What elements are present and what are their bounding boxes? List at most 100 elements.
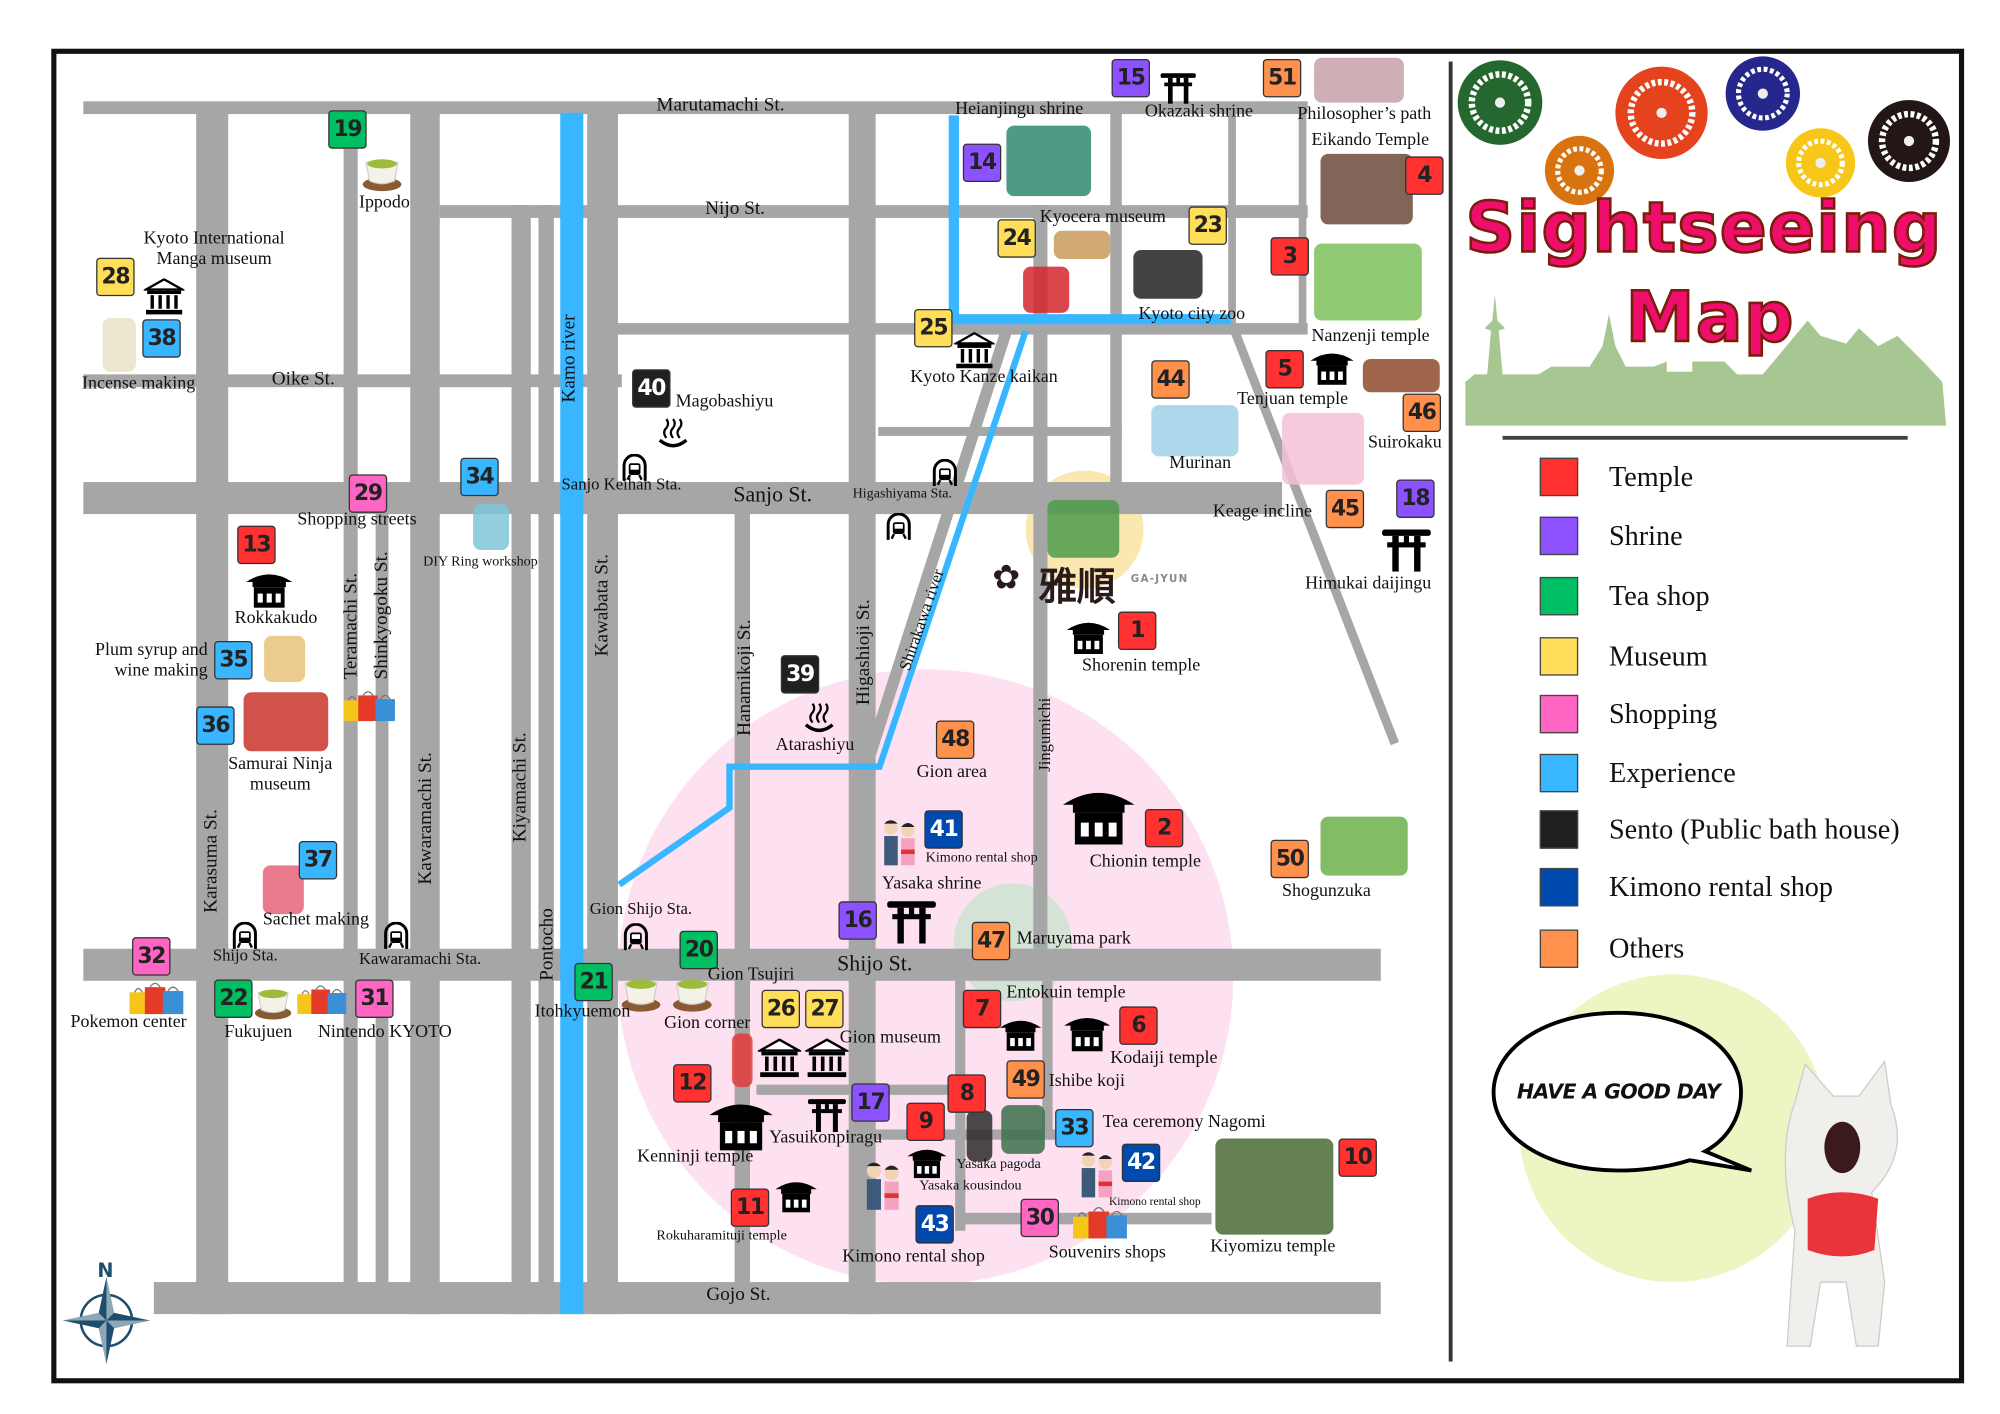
place-number-badge[interactable]: 12 [673, 1064, 712, 1103]
place-number-badge[interactable]: 40 [632, 369, 671, 408]
legend-item-shrine: Shrine [1539, 516, 1683, 556]
legend-label: Shrine [1608, 519, 1683, 552]
place-number-badge[interactable]: 23 [1188, 206, 1227, 245]
place-number-badge[interactable]: 32 [132, 937, 171, 976]
place-number-badge[interactable]: 35 [214, 641, 253, 680]
matcha-cup-icon [251, 982, 295, 1020]
ga-jyun-logo-roman: GA-JYUN [1130, 573, 1189, 585]
place-number-badge[interactable]: 9 [906, 1102, 945, 1142]
place-number-badge[interactable]: 41 [924, 810, 963, 849]
station-label-shijo: Shijo Sta. [212, 944, 278, 965]
title-underline [1502, 435, 1908, 440]
parasol-decorations [1457, 56, 1950, 206]
place-number-badge[interactable]: 42 [1121, 1143, 1161, 1183]
sachet-illustration [262, 865, 304, 915]
compass-north-label: N [97, 1258, 114, 1283]
place-number-badge[interactable]: 13 [237, 525, 276, 565]
place-number-badge[interactable]: 14 [962, 143, 1002, 183]
place-number-badge[interactable]: 24 [997, 219, 1036, 258]
place-number-badge[interactable]: 17 [851, 1083, 890, 1122]
place-number-badge[interactable]: 25 [914, 308, 953, 348]
place-number-badge[interactable]: 3 [1270, 237, 1309, 276]
place-number-badge[interactable]: 21 [574, 962, 613, 1002]
place-label: Rokkakudo [234, 608, 318, 629]
legend-swatch [1539, 637, 1579, 676]
street-label-oike: Oike St. [271, 369, 335, 390]
temple-icon [1308, 349, 1357, 387]
street-label-karasuma: Karasuma St. [201, 809, 222, 913]
place-number-badge[interactable]: 47 [971, 921, 1011, 961]
place-number-badge[interactable]: 49 [1006, 1060, 1045, 1099]
place-label: Yasaka kousindou [919, 1178, 1022, 1194]
place-label: DIY Ring workshop [423, 553, 538, 570]
place-label: Itohkyuemon [534, 1002, 631, 1022]
place-number-badge[interactable]: 20 [679, 930, 718, 970]
place-number-badge[interactable]: 7 [962, 989, 1002, 1029]
legend-item-tea: Tea shop [1539, 576, 1710, 616]
station-label-higashiyama: Higashiyama Sta. [852, 485, 953, 502]
place-number-badge[interactable]: 38 [142, 319, 181, 358]
station-icon [382, 922, 410, 950]
place-number-badge[interactable]: 46 [1402, 393, 1442, 433]
legend-item-temple: Temple [1539, 457, 1693, 497]
place-number-badge[interactable]: 8 [947, 1074, 986, 1113]
place-number-badge[interactable]: 18 [1396, 479, 1435, 518]
place-number-badge[interactable]: 34 [460, 457, 499, 497]
place-number-badge[interactable]: 6 [1119, 1006, 1158, 1045]
place-label: Kyoto city zoo [1138, 305, 1246, 325]
place-number-badge[interactable]: 11 [730, 1188, 770, 1227]
ring-illustration [473, 503, 509, 550]
place-number-badge[interactable]: 22 [214, 979, 253, 1018]
legend-label: Sento (Public bath house) [1608, 812, 1900, 845]
place-number-badge[interactable]: 5 [1265, 349, 1304, 389]
place-number-badge[interactable]: 48 [935, 720, 975, 759]
place-number-badge[interactable]: 37 [298, 841, 338, 880]
place-number-badge[interactable]: 43 [915, 1205, 954, 1244]
place-number-badge[interactable]: 33 [1055, 1108, 1094, 1148]
place-number-badge[interactable]: 27 [805, 989, 844, 1029]
temple-icon [1059, 785, 1138, 849]
place-number-badge[interactable]: 15 [1111, 58, 1150, 98]
matcha-cup-icon [359, 151, 405, 192]
station-label-kawaramachi: Kawaramachi Sta. [358, 948, 482, 968]
place-number-badge[interactable]: 16 [838, 901, 877, 940]
place-number-badge[interactable]: 2 [1144, 808, 1184, 848]
parasol-icon [1457, 60, 1543, 145]
place-number-badge[interactable]: 4 [1405, 156, 1444, 195]
place-number-badge[interactable]: 36 [196, 706, 235, 745]
kimono-couple-icon [862, 1160, 906, 1219]
place-label: Gion Tsujiri [707, 965, 795, 985]
place-label: Ippodo [358, 193, 410, 213]
place-number-badge[interactable]: 19 [328, 110, 367, 149]
kiyomizu-temple-illustration [1215, 1138, 1334, 1235]
street-label-jingumichi: Jingumichi [1034, 697, 1054, 772]
place-label: Eikando Temple [1311, 130, 1430, 150]
place-label: Sachet making [262, 910, 369, 930]
place-number-badge[interactable]: 45 [1325, 489, 1365, 529]
place-number-badge[interactable]: 39 [780, 655, 820, 694]
station-label-gion-shijo: Gion Shijo Sta. [589, 898, 693, 918]
place-number-badge[interactable]: 30 [1020, 1198, 1059, 1238]
eikando-pagoda-illustration [1320, 153, 1413, 225]
title-line-1: Sightseeing [1464, 186, 1943, 269]
place-number-badge[interactable]: 26 [761, 989, 800, 1029]
place-number-badge[interactable]: 44 [1151, 360, 1190, 399]
legend-swatch [1539, 694, 1579, 734]
place-number-badge[interactable]: 50 [1270, 839, 1309, 879]
place-label: Samurai Ninja museum [228, 755, 333, 795]
legend-label: Museum [1608, 639, 1708, 672]
place-label: Entokuin temple [1006, 983, 1126, 1003]
museum-icon [954, 332, 995, 370]
place-label: Gion museum [839, 1028, 941, 1048]
place-number-badge[interactable]: 28 [96, 257, 135, 297]
place-number-badge[interactable]: 1 [1117, 611, 1157, 650]
place-number-badge[interactable]: 31 [355, 979, 394, 1018]
place-label: Pokemon center [70, 1012, 187, 1033]
place-number-badge[interactable]: 29 [348, 474, 388, 513]
nanzenji-illustration [1314, 243, 1422, 321]
place-number-badge[interactable]: 10 [1338, 1138, 1377, 1177]
place-label: Yasaka pagoda [956, 1156, 1041, 1172]
street-label-marutamachi: Marutamachi St. [656, 94, 785, 116]
place-number-badge[interactable]: 51 [1262, 58, 1302, 98]
shopping-bags-icon [296, 985, 347, 1016]
